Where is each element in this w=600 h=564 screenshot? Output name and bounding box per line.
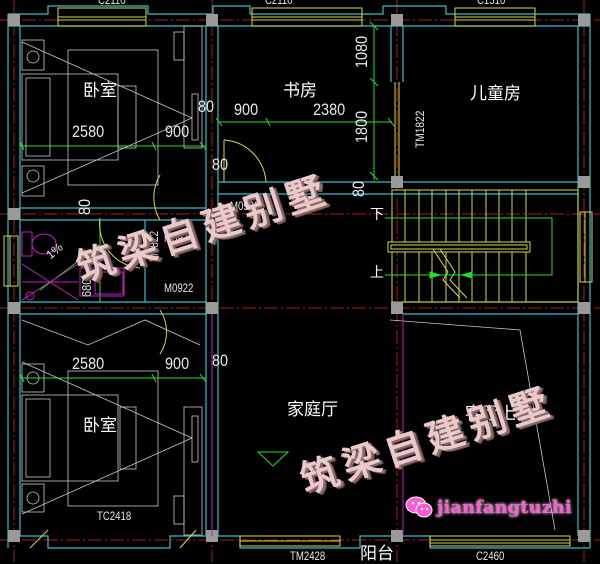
room-label-kids-room: 儿童房 bbox=[470, 84, 521, 104]
windows bbox=[3, 7, 593, 547]
room-label-bedroom-bottom: 卧室 bbox=[83, 416, 117, 436]
stair-direction-arrows bbox=[385, 217, 553, 279]
stair-up-label: 上 bbox=[370, 265, 384, 281]
brand-tag: jianfangtuzhi bbox=[405, 496, 572, 518]
dim-bed-bottom-gap: 900 bbox=[165, 354, 190, 373]
door-code-b: M0922 bbox=[164, 281, 194, 295]
room-label-family-hall: 家庭厅 bbox=[287, 400, 338, 420]
staircase bbox=[387, 189, 579, 303]
furniture bbox=[21, 25, 556, 536]
window-code-top-right: C1510 bbox=[477, 0, 506, 7]
dim-wall-80-c: 80 bbox=[349, 180, 368, 197]
room-label-study: 书房 bbox=[283, 81, 317, 101]
room-label-balcony: 阳台 bbox=[360, 544, 394, 564]
columns bbox=[8, 14, 590, 542]
window-code-top-mid: C2110 bbox=[265, 0, 293, 7]
dim-study-2380: 2380 bbox=[313, 100, 346, 119]
dim-wall-80-d: 80 bbox=[75, 198, 94, 215]
dim-study-1080: 1080 bbox=[352, 35, 371, 68]
room-label-bedroom-top: 卧室 bbox=[83, 81, 117, 101]
brand-handle: jianfangtuzhi bbox=[437, 496, 572, 518]
door-code-a: M0922 bbox=[164, 231, 194, 245]
window-code-bottom-left: TC2418 bbox=[97, 509, 132, 523]
window-code-bottom-mid: TM2428 bbox=[290, 549, 326, 563]
door-code-kids: TM1822 bbox=[413, 110, 427, 148]
dim-study-1800: 1800 bbox=[352, 110, 371, 143]
window-code-bottom-right: C2460 bbox=[476, 549, 505, 563]
room-label-living-void: 客厅上空 bbox=[465, 404, 533, 424]
wechat-icon bbox=[405, 496, 433, 518]
dim-bed-top-gap: 900 bbox=[165, 122, 190, 141]
dim-bed-bottom-width: 2580 bbox=[72, 354, 105, 373]
dim-wall-80-e: 80 bbox=[212, 351, 229, 370]
dim-bed-top-width: 2580 bbox=[72, 122, 105, 141]
dim-wall-80-a: 80 bbox=[198, 97, 215, 116]
dim-study-900: 900 bbox=[234, 100, 259, 119]
door-swings bbox=[29, 139, 267, 549]
bathroom-fixtures bbox=[21, 231, 404, 536]
stair-down-label: 下 bbox=[370, 207, 384, 223]
window-code-top-left: C2110 bbox=[98, 0, 126, 7]
door-code-study: M0922 bbox=[230, 199, 260, 213]
dim-wall-80-b: 80 bbox=[212, 155, 229, 174]
